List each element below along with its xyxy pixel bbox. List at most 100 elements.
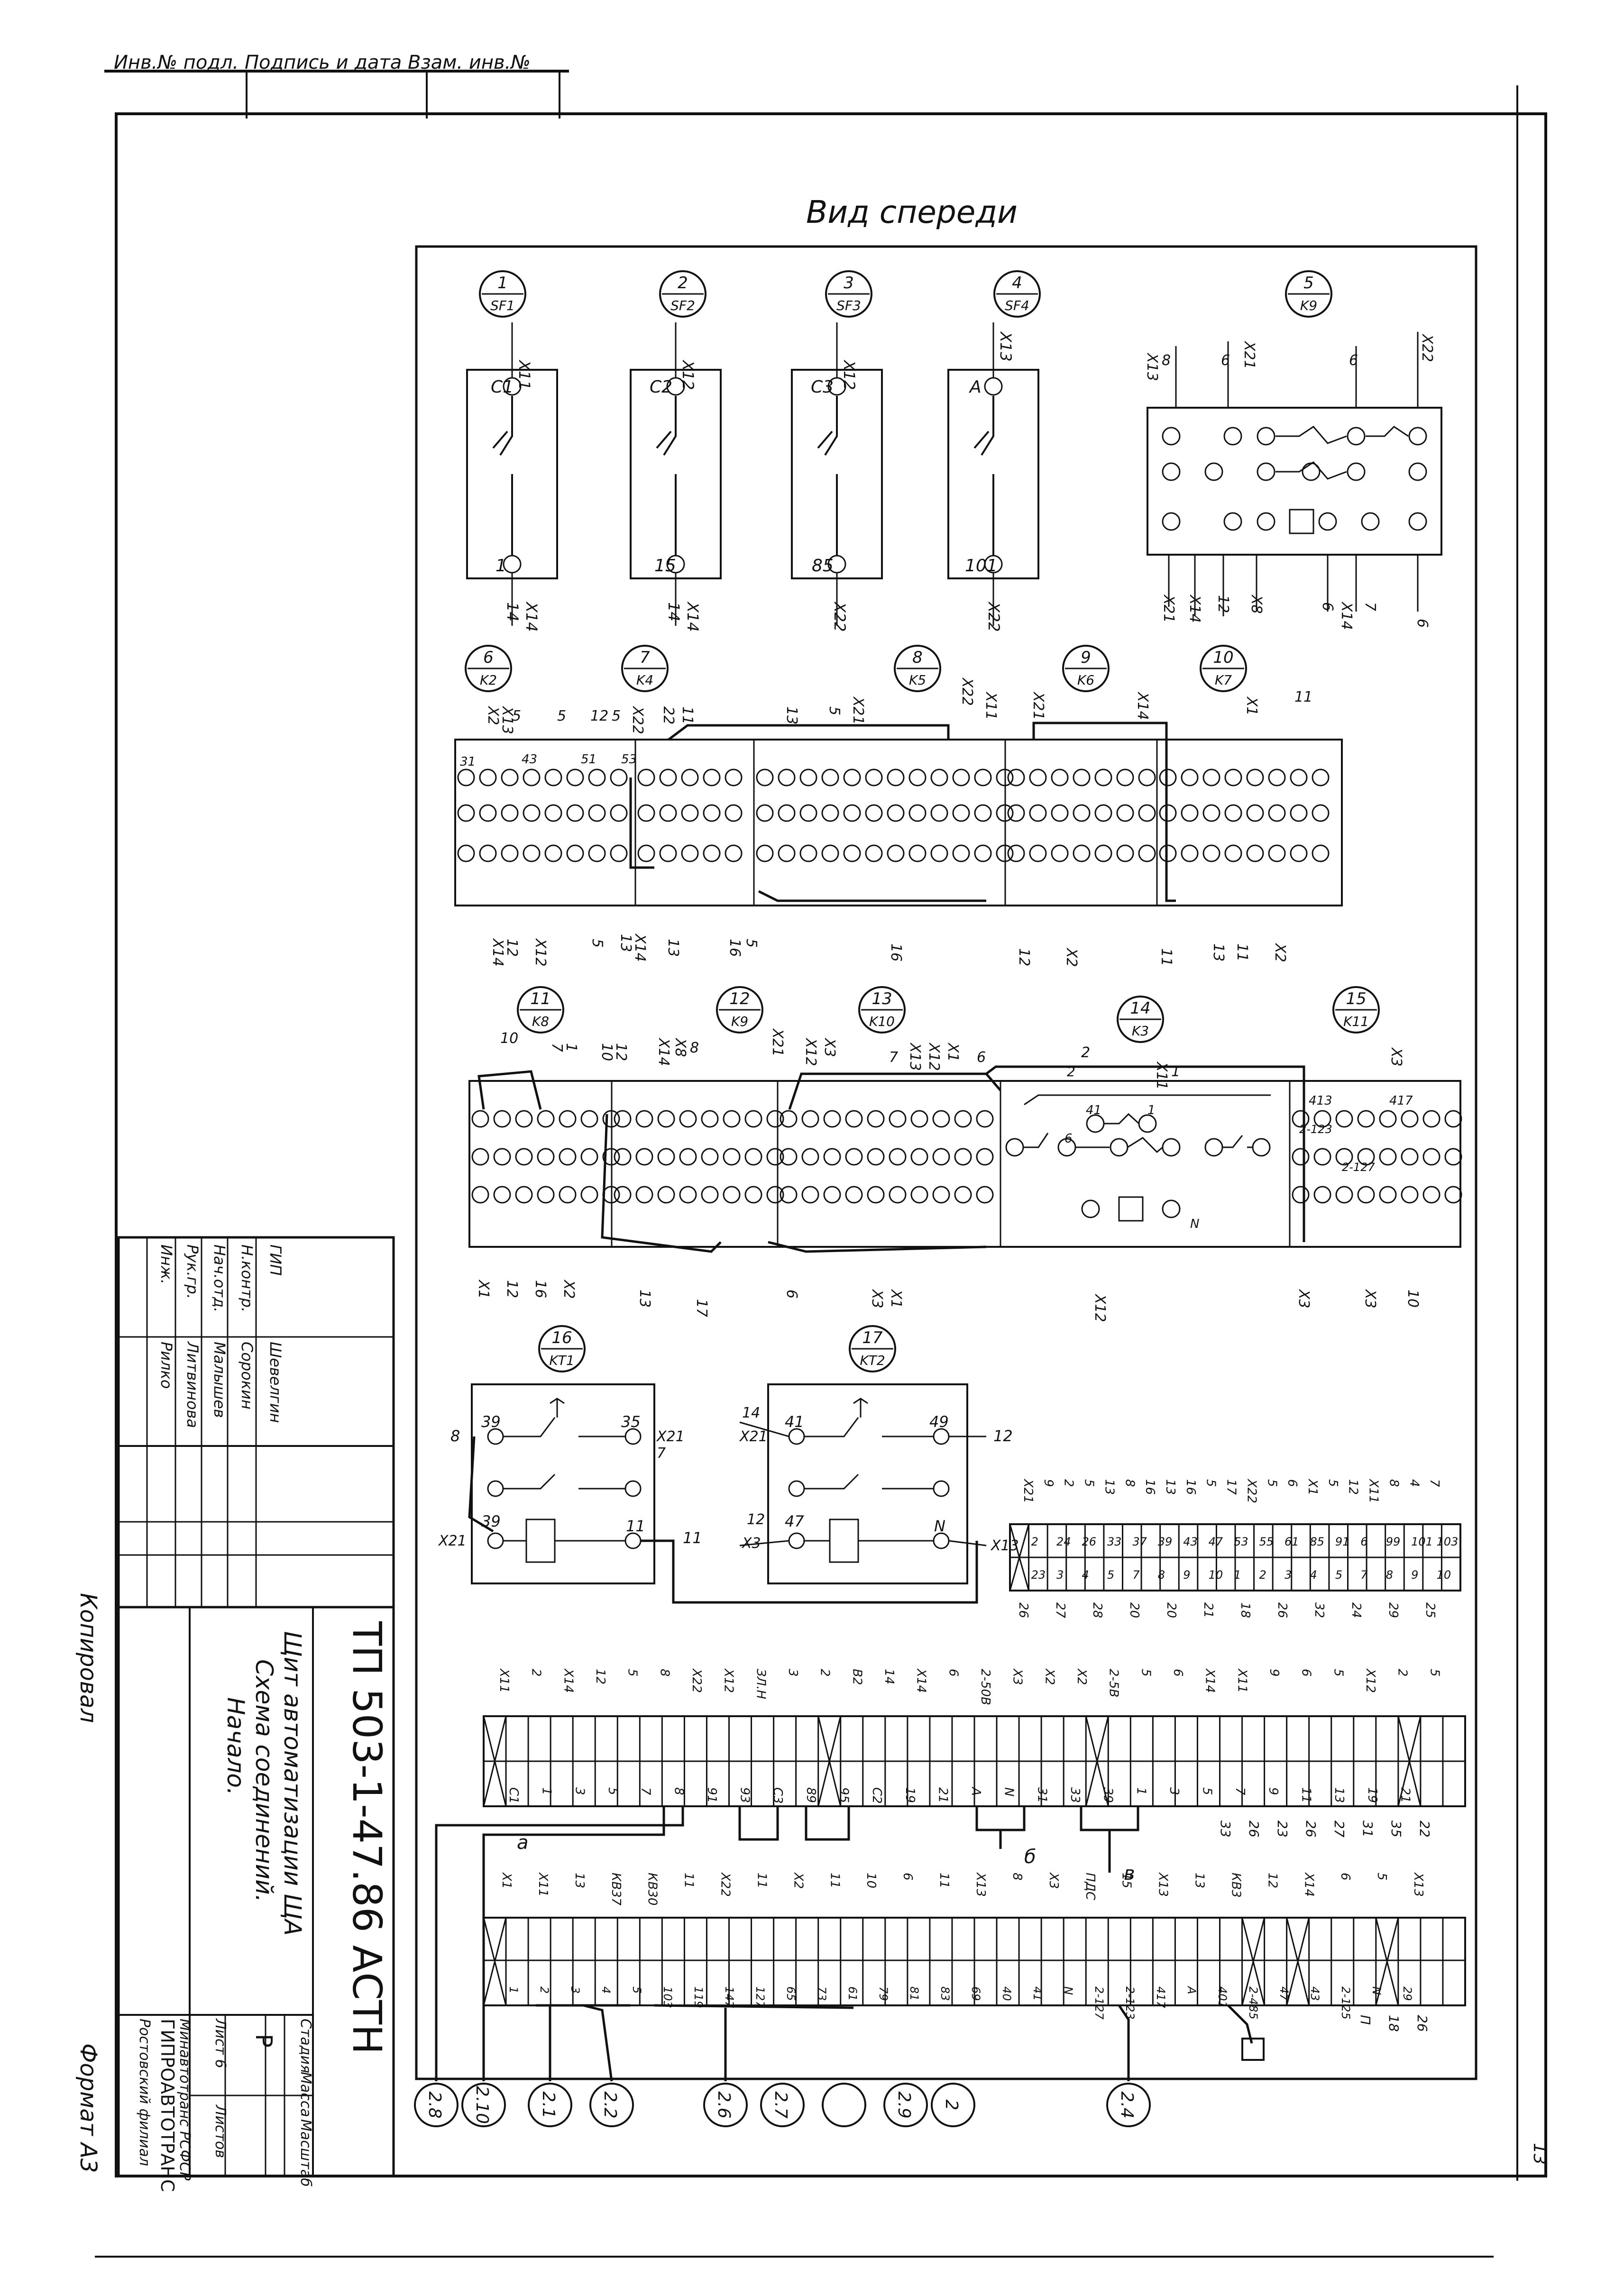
- strip-cross: [1085, 1716, 1109, 1807]
- contact-terminal: [1268, 804, 1286, 822]
- reference-circle: [414, 2083, 459, 2127]
- strip-cross: [483, 1917, 507, 2006]
- contact-terminal: [780, 1148, 798, 1166]
- contact-terminal: [1181, 804, 1199, 822]
- contact-terminal: [1357, 1110, 1375, 1128]
- contact-terminal: [479, 768, 497, 787]
- strip-y-cell: 40: [1000, 1986, 1013, 2001]
- strip-y-top-label: 6: [900, 1873, 915, 1881]
- strip-x-top-label: X12: [1363, 1668, 1377, 1693]
- contact-terminal: [515, 1186, 533, 1204]
- contact-terminal: [823, 1148, 841, 1166]
- contact-terminal: [889, 1148, 907, 1166]
- device-sf2-code: SF2: [670, 298, 695, 313]
- k9top-wire-2: 8: [1162, 352, 1171, 369]
- strip-y-cell: 2: [538, 1986, 551, 1994]
- relay9-bwire-3: 11: [1158, 948, 1174, 966]
- reference-circle: [931, 2083, 975, 2127]
- strip-y-top-label: X13: [973, 1872, 988, 1897]
- strip-x-bottom-label: 27: [1331, 1820, 1347, 1838]
- contact-terminal: [1401, 1110, 1419, 1128]
- strip-x-cell: 9: [1266, 1787, 1280, 1795]
- strip-x-cell: 3: [1167, 1787, 1181, 1795]
- contact-terminal: [588, 844, 606, 862]
- strip-x-top-label: 2: [1395, 1669, 1410, 1677]
- kt1-wire-5: 11: [683, 1529, 702, 1547]
- contact-terminal: [766, 1186, 784, 1204]
- relay-8-num: 8: [912, 648, 923, 667]
- contact-terminal: [725, 768, 743, 787]
- k9top-wire-1: X13: [1144, 352, 1160, 381]
- relay15-bwire-1: X3: [1362, 1289, 1378, 1308]
- contact-terminal: [703, 804, 721, 822]
- contact-terminal: [493, 1148, 511, 1166]
- sf4-bottom-terminal: 101: [965, 556, 998, 576]
- contact-terminal: [723, 1110, 741, 1128]
- sf3-top-terminal: C3: [811, 377, 834, 397]
- relay8-top-wire-3: X21: [850, 696, 866, 725]
- strip-y-cell: 47: [1277, 1986, 1291, 2001]
- contact-terminal: [523, 804, 541, 822]
- strip-x-cell: C3: [771, 1787, 785, 1804]
- strip-small-bottom-label: 20: [1127, 1602, 1141, 1618]
- relay9-top-wire-1: X22: [959, 677, 975, 706]
- strip-x-top-label: В2: [850, 1669, 864, 1685]
- strip-small-top-label: 2: [1062, 1479, 1076, 1487]
- strip-small-cell: 55: [1259, 1535, 1274, 1548]
- strip-small-cell: 8: [1386, 1568, 1393, 1582]
- strip-x-cell: 91: [705, 1787, 719, 1803]
- contact-terminal: [602, 1148, 620, 1166]
- sf2-bottom-wire-2: X14: [684, 601, 702, 632]
- contact-terminal: [471, 1186, 489, 1204]
- kt1-num: 16: [551, 1328, 572, 1347]
- kt1-right-top: 35: [621, 1413, 641, 1431]
- contact-terminal: [501, 804, 519, 822]
- contact-terminal: [908, 844, 927, 862]
- contact-terminal: [1007, 804, 1025, 822]
- strip-small-cell: 5: [1335, 1568, 1342, 1582]
- k9top-bwire-2: X14: [1186, 594, 1203, 623]
- relay10-top-wire-2: 11: [1294, 689, 1312, 705]
- signature-role: Н.контр.: [238, 1244, 256, 1312]
- strip-x-top-label: 5: [1427, 1669, 1441, 1677]
- contact-terminal: [1422, 1148, 1440, 1166]
- strip-small-top-label: 5: [1082, 1479, 1096, 1487]
- contact-terminal: [1335, 1186, 1353, 1204]
- relay9-top-wire-3: X21: [1030, 691, 1046, 720]
- strip-y-top-label: 11: [937, 1873, 951, 1888]
- relay14-top-wire-2: X11: [1153, 1061, 1170, 1090]
- relay11-bwire-3: 16: [532, 1280, 549, 1298]
- strip-x-bottom-label: 35: [1388, 1820, 1404, 1838]
- strip-x-bottom-label: 26: [1303, 1820, 1319, 1838]
- contact-terminal: [1357, 1186, 1375, 1204]
- kt1-left-coil: 39: [481, 1512, 501, 1530]
- relay14-term-1: 41: [1086, 1103, 1101, 1117]
- strip-x-top-label: 2: [818, 1669, 832, 1677]
- contact-terminal: [932, 1110, 950, 1128]
- strip-small-top-label: 5: [1265, 1479, 1279, 1487]
- contact-terminal: [867, 1110, 885, 1128]
- contact-terminal: [932, 1148, 950, 1166]
- relay-6-code: K2: [480, 672, 497, 688]
- contact-terminal: [1138, 844, 1156, 862]
- contact-terminal: [479, 844, 497, 862]
- relay14-term-2: 2: [1067, 1064, 1075, 1079]
- contact-terminal: [566, 844, 584, 862]
- relay14-term-13: N: [1190, 1217, 1199, 1231]
- strip-y-bottom-label: 18: [1386, 2015, 1402, 2032]
- sf1-bottom-wire-2: X14: [523, 601, 541, 632]
- contact-terminal: [910, 1148, 928, 1166]
- device-k9top-code: K9: [1300, 298, 1317, 313]
- sf3-bottom-terminal: 85: [812, 556, 834, 576]
- contact-terminal: [867, 1148, 885, 1166]
- contact-terminal: [889, 1110, 907, 1128]
- contact-terminal: [974, 804, 992, 822]
- strip-x-cell: 1: [540, 1787, 554, 1795]
- strip-y-top-label: 6: [1338, 1873, 1352, 1881]
- strip-x-cell: 19: [903, 1787, 917, 1803]
- signature-role: Инж.: [157, 1244, 175, 1284]
- sf4-top-wire: X13: [997, 331, 1015, 362]
- k9top-bwire-6: X14: [1338, 601, 1355, 630]
- strip-small-cell: 8: [1158, 1568, 1165, 1582]
